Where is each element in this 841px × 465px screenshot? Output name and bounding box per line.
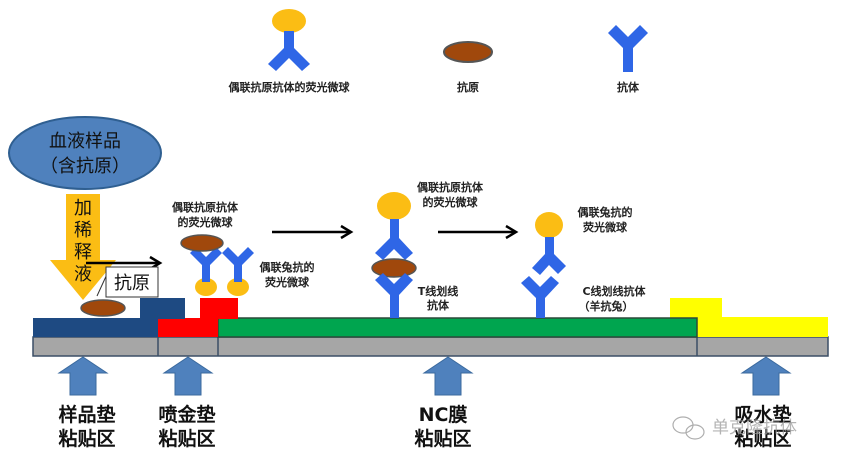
t-line-top-label-line1: 偶联抗原抗体 [417, 180, 484, 194]
zone-arrow-icon [57, 356, 109, 396]
blood-sample: 血液样品 （含抗原） [8, 116, 162, 190]
conjugate-label-2-line2: 荧光微球 [265, 275, 310, 289]
zone-conjugate-pad: 喷金垫 粘贴区 [158, 356, 216, 450]
conjugate-label-1-line1: 偶联抗原抗体 [172, 200, 239, 214]
antigen-box [105, 266, 159, 298]
c-line-top-label-line2: 荧光微球 [583, 220, 628, 234]
t-line-label-line2: 抗体 [427, 298, 450, 312]
absorbent-pad [670, 298, 828, 337]
diluent-char-2: 稀 [74, 220, 92, 241]
wechat-icon [672, 416, 705, 440]
legend-antibody-icon [608, 25, 648, 72]
legend-antigen-label: 抗原 [457, 80, 479, 94]
watermark: 单克隆抗体 [672, 416, 797, 440]
flow-arrow-3 [438, 224, 519, 240]
zone-absorbent-pad: 吸水垫 粘贴区 [734, 356, 792, 450]
zone-label-line1: 吸水垫 [734, 404, 791, 426]
conjugate-pad-microspheres [180, 234, 254, 296]
t-line-label-line1: T线划线 [418, 284, 459, 298]
sample-pad-antigen [80, 299, 126, 317]
t-line-complex [371, 192, 417, 318]
backing-card [32, 336, 829, 357]
legend-antigen-icon [443, 41, 493, 63]
conjugate-pad [158, 298, 238, 337]
zone-label-line2: 粘贴区 [58, 428, 115, 450]
nc-membrane [217, 317, 698, 338]
c-line-top-label-line1: 偶联兔抗的 [578, 205, 633, 219]
zone-arrow-icon [162, 356, 214, 396]
diluent-char-4: 液 [74, 264, 92, 285]
zone-label-line1: 喷金垫 [158, 403, 215, 426]
diluent-char-1: 加 [74, 198, 92, 219]
legend-conjugate-microsphere-label: 偶联抗原抗体的荧光微球 [229, 80, 351, 94]
blood-sample-ellipse [8, 116, 162, 190]
zone-label-line1: NC膜 [419, 403, 468, 426]
legend-antibody-label: 抗体 [617, 80, 640, 94]
sample-pad [33, 298, 185, 337]
conjugate-label-2-line1: 偶联兔抗的 [260, 260, 315, 274]
legend-conjugate-microsphere-icon [268, 9, 310, 71]
diluent-arrow: 加 稀 释 液 [50, 194, 116, 300]
antigen-box-label: 抗原 [114, 273, 150, 294]
zone-label-line1: 样品垫 [58, 403, 115, 426]
zone-nc-membrane: NC膜 粘贴区 [414, 356, 474, 450]
legend: 偶联抗原抗体的荧光微球 抗原 抗体 [229, 9, 648, 94]
zone-label-line2: 粘贴区 [734, 428, 791, 450]
c-line-label-line2: （羊抗兔） [579, 299, 634, 313]
t-line-top-label-line2: 的荧光微球 [423, 195, 479, 209]
zone-sample-pad: 样品垫 粘贴区 [57, 356, 116, 450]
diluent-char-3: 释 [74, 242, 92, 263]
zone-arrow-icon [422, 356, 474, 396]
antigen-callout: 抗原 [96, 266, 159, 298]
zone-arrow-icon [740, 356, 792, 396]
c-line-label-line1: C线划线抗体 [582, 284, 646, 298]
blood-sample-line2: （含抗原） [40, 156, 130, 177]
watermark-text: 单克隆抗体 [712, 418, 797, 438]
zone-label-line2: 粘贴区 [158, 428, 215, 450]
conjugate-label-1-line2: 的荧光微球 [178, 215, 234, 229]
blood-sample-line1: 血液样品 [49, 131, 121, 152]
test-strip [32, 298, 829, 357]
flow-arrow-2 [272, 224, 354, 240]
c-line-complex [521, 212, 566, 318]
zone-label-line2: 粘贴区 [414, 428, 471, 450]
